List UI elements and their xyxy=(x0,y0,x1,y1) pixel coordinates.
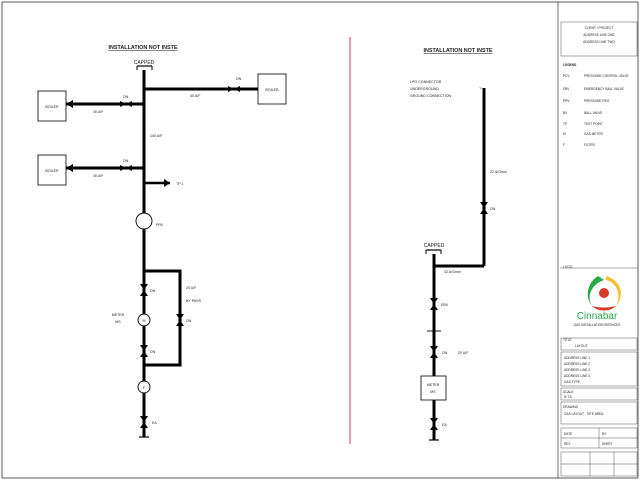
right-bottom-label: EA xyxy=(442,423,447,427)
meter-label-line1: METER xyxy=(112,313,125,317)
header-line3: ADDRESS LINE TWO xyxy=(583,40,615,44)
header-line1: CLIENT / PROJECT xyxy=(585,26,614,30)
legend-text-1: EMERGENCY BALL VALVE xyxy=(584,87,624,91)
pipe-label-left-top: 40 A/F xyxy=(93,110,104,114)
scale-label: SCALE xyxy=(563,390,573,394)
boiler-label-right: BOILER xyxy=(265,88,279,92)
legend-code-3: BV xyxy=(563,111,568,115)
drawing-no-value: GAS LAYOUT - SITE AREA xyxy=(564,412,604,416)
meter-label-line2: MS xyxy=(115,320,121,324)
legend-text-3: BALL VALVE xyxy=(584,111,602,115)
right-pipe-label-top: 32 A/Gmm xyxy=(490,170,507,174)
meter-symbol xyxy=(137,313,151,327)
header-line2: ADDRESS LINE ONE xyxy=(583,33,614,37)
filter-symbol-letter: F xyxy=(143,386,146,390)
pipe-label-vertical: 100 A/F xyxy=(150,134,163,138)
legend-code-2: PRV xyxy=(563,99,570,103)
right-diagram-title: INSTALLATION NOT INSTE xyxy=(424,48,493,54)
meter-symbol-letter: M xyxy=(143,319,146,323)
boiler-box-right xyxy=(257,73,287,105)
legend-title: LEGEND xyxy=(563,63,577,67)
bypass-size-label: 20 A/F xyxy=(186,286,197,290)
info-line-2: ADDRESS LINE 2 xyxy=(564,362,590,366)
boiler-box-left-mid xyxy=(37,154,67,186)
prv-label: PRV xyxy=(156,223,164,227)
info-line-4: ADDRESS LINE 4 xyxy=(564,374,590,378)
title-block-header xyxy=(560,21,638,57)
info-line-5: GAS TYPE xyxy=(564,380,580,384)
logo-caption: LOGO xyxy=(563,265,573,269)
right-note-line2: UNDERGROUND xyxy=(410,87,439,91)
prv-symbol xyxy=(135,212,153,230)
right-meter-label-line2: MS xyxy=(430,390,436,394)
legend-code-6: F xyxy=(563,143,565,147)
legend-text-4: TEST POINT xyxy=(584,122,603,126)
footer-cell-3: REV xyxy=(564,442,571,446)
right-note-line1: LPG CONNECTOR xyxy=(410,80,442,84)
pipe-label-right: 40 A/F xyxy=(190,94,201,98)
left-capped-label: CAPPED xyxy=(134,60,155,66)
cinnabar-logo xyxy=(587,276,621,311)
right-dn-label-top: DN xyxy=(490,207,496,211)
footer-cell-4: SHEET xyxy=(602,442,613,446)
bypass-label: BY PASS xyxy=(186,299,202,303)
legend-text-0: PRESSURE CONTROL VALVE xyxy=(584,74,629,78)
legend-code-4: TP xyxy=(563,122,567,126)
dn-label-6: DN xyxy=(150,350,156,354)
legend-code-5: M xyxy=(563,132,566,136)
dn-label-4: DN xyxy=(186,319,192,323)
dn-label-1: DN xyxy=(236,77,242,81)
right-note-line3: GROUND CONNECTION xyxy=(410,94,452,98)
left-diagram-title: INSTALLATION NOT INSTE xyxy=(109,45,178,51)
boiler-label-left-top: BOILER xyxy=(45,105,59,109)
legend-text-5: GAS METER xyxy=(584,132,603,136)
dn-label-2: DN xyxy=(123,95,129,99)
right-meter-box xyxy=(420,375,447,401)
test-point-label: TP 1 xyxy=(176,182,184,186)
right-diagram: INSTALLATION NOT INSTE LPG CONNECTOR UND… xyxy=(410,48,507,441)
right-size-label-low: 20 A/F xyxy=(458,351,469,355)
scale-value: N.T.S xyxy=(564,395,572,399)
drawing-title: LAYOUT xyxy=(575,344,588,348)
legend-text-6: FILTER xyxy=(584,143,595,147)
dn-label-5: DN xyxy=(150,289,156,293)
title-block: CLIENT / PROJECT ADDRESS LINE ONE ADDRES… xyxy=(557,2,638,478)
svg-text:~: ~ xyxy=(479,86,482,92)
logo-name: Cinnabar xyxy=(577,311,618,322)
dn-label-3: DN xyxy=(123,159,129,163)
right-pipe-label-mid: 32 A/Gmm xyxy=(444,270,461,274)
footer-cell-1: DATE xyxy=(564,432,572,436)
legend-text-2: PRESSURE REG xyxy=(584,99,610,103)
footer-cell-2: BY xyxy=(602,432,607,436)
left-diagram: INSTALLATION NOT INSTE CAPPED BOILER DN … xyxy=(37,45,287,438)
pipe-label-left-mid: 40 A/F xyxy=(93,174,104,178)
boiler-box-left-top xyxy=(37,90,67,122)
right-meter-label-line1: METER xyxy=(427,383,440,387)
boiler-label-left-mid: BOILER xyxy=(45,169,59,173)
legend-code-1: EBV xyxy=(563,87,570,91)
legend-code-0: PCV xyxy=(563,74,570,78)
right-dn-label-low: DN xyxy=(442,351,448,355)
right-dn-label-mid: EBV xyxy=(441,303,449,307)
bottom-label-left: EA xyxy=(152,421,157,425)
logo-tagline: GAS INSTALLATION SERVICES xyxy=(574,323,621,327)
filter-symbol xyxy=(137,380,151,394)
drawing-no-label: DRAWING xyxy=(563,405,579,409)
right-capped-label: CAPPED xyxy=(424,243,445,249)
info-line-1: ADDRESS LINE 1 xyxy=(564,356,590,360)
drawing-title-label: TITLE xyxy=(563,338,572,342)
info-line-3: ADDRESS LINE 3 xyxy=(564,368,590,372)
